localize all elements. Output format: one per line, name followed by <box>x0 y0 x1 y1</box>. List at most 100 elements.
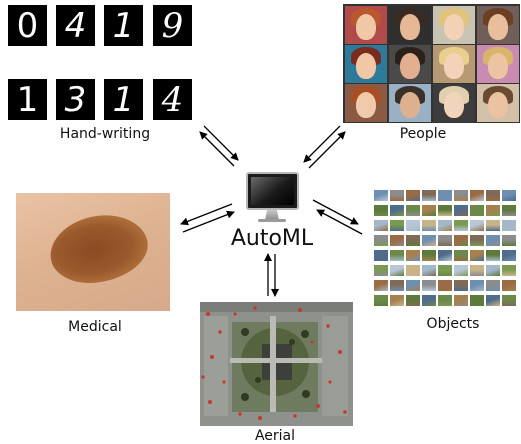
object-thumbnail <box>470 250 484 261</box>
face-tile <box>477 84 519 122</box>
digit-tile: 4 <box>153 79 192 120</box>
object-thumbnail <box>374 280 388 291</box>
digit-tile: 1 <box>104 79 143 120</box>
object-thumbnail <box>502 265 516 276</box>
object-thumbnail <box>470 280 484 291</box>
arrow <box>203 125 239 161</box>
object-thumbnail <box>374 220 388 231</box>
arrow <box>312 199 359 225</box>
object-thumbnail <box>470 235 484 246</box>
face-tile <box>389 45 431 83</box>
object-thumbnail <box>374 295 388 306</box>
monitor-screen <box>246 172 299 210</box>
object-thumbnail <box>502 250 516 261</box>
aerial-map <box>200 302 353 426</box>
object-thumbnail <box>374 190 388 201</box>
arrow <box>180 203 233 226</box>
digit-tile: 9 <box>153 5 192 46</box>
object-thumbnail <box>438 220 452 231</box>
object-thumbnail <box>374 265 388 276</box>
object-thumbnail <box>422 250 436 261</box>
object-thumbnail <box>502 295 516 306</box>
object-thumbnail <box>454 220 468 231</box>
object-thumbnail <box>422 205 436 216</box>
object-thumbnail <box>374 235 388 246</box>
objects-label: Objects <box>426 316 480 332</box>
object-thumbnail <box>390 190 404 201</box>
object-thumbnail <box>454 250 468 261</box>
object-thumbnail <box>406 235 420 246</box>
object-thumbnail <box>374 250 388 261</box>
object-thumbnail <box>390 235 404 246</box>
object-thumbnail <box>454 265 468 276</box>
object-thumbnail <box>486 250 500 261</box>
digit-tile: 4 <box>56 5 95 46</box>
object-thumbnail <box>438 235 452 246</box>
automl-label: AutoML <box>230 226 314 251</box>
object-thumbnail <box>406 265 420 276</box>
object-thumbnail <box>406 205 420 216</box>
monitor-stand <box>265 210 279 220</box>
people-image <box>343 4 520 123</box>
face-tile <box>389 6 431 44</box>
object-thumbnail <box>438 280 452 291</box>
object-thumbnail <box>406 250 420 261</box>
object-thumbnail <box>470 265 484 276</box>
object-thumbnail <box>390 280 404 291</box>
object-thumbnail <box>486 295 500 306</box>
object-thumbnail <box>486 190 500 201</box>
object-thumbnail <box>438 265 452 276</box>
object-thumbnail <box>438 205 452 216</box>
object-thumbnail <box>422 295 436 306</box>
face-tile <box>433 45 475 83</box>
object-thumbnail <box>438 190 452 201</box>
people-label: People <box>399 126 447 142</box>
face-tile <box>433 84 475 122</box>
object-thumbnail <box>454 295 468 306</box>
object-thumbnail <box>406 220 420 231</box>
object-thumbnail <box>422 190 436 201</box>
object-thumbnail <box>438 250 452 261</box>
digit-tile: 1 <box>104 5 143 46</box>
digit-tile: 1 <box>8 79 47 120</box>
face-tile <box>477 45 519 83</box>
face-tile <box>477 6 519 44</box>
object-thumbnail <box>390 295 404 306</box>
object-thumbnail <box>470 190 484 201</box>
object-thumbnail <box>454 235 468 246</box>
object-thumbnail <box>502 280 516 291</box>
arrow <box>199 131 235 167</box>
monitor-base <box>258 219 286 222</box>
arrow <box>303 125 341 163</box>
face-tile <box>389 84 431 122</box>
object-thumbnail <box>486 205 500 216</box>
object-thumbnail <box>374 205 388 216</box>
medical-image <box>16 193 170 311</box>
object-thumbnail <box>422 265 436 276</box>
object-thumbnail <box>406 190 420 201</box>
object-thumbnail <box>390 220 404 231</box>
handwriting-label: Hand-writing <box>59 126 151 142</box>
face-tile <box>345 45 387 83</box>
object-thumbnail <box>438 295 452 306</box>
object-thumbnail <box>422 280 436 291</box>
face-tile <box>345 84 387 122</box>
object-thumbnail <box>470 205 484 216</box>
object-thumbnail <box>486 265 500 276</box>
object-thumbnail <box>502 190 516 201</box>
digit-tile: 3 <box>56 79 95 120</box>
object-thumbnail <box>390 205 404 216</box>
object-thumbnail <box>422 220 436 231</box>
object-thumbnail <box>502 205 516 216</box>
object-thumbnail <box>486 220 500 231</box>
object-thumbnail <box>406 295 420 306</box>
arrow <box>316 209 363 235</box>
objects-image <box>374 190 520 309</box>
object-thumbnail <box>454 280 468 291</box>
digit-tile: 0 <box>8 5 47 46</box>
medical-label: Medical <box>68 319 122 335</box>
face-tile <box>433 6 475 44</box>
object-thumbnail <box>486 280 500 291</box>
aerial-label: Aerial <box>254 428 296 444</box>
